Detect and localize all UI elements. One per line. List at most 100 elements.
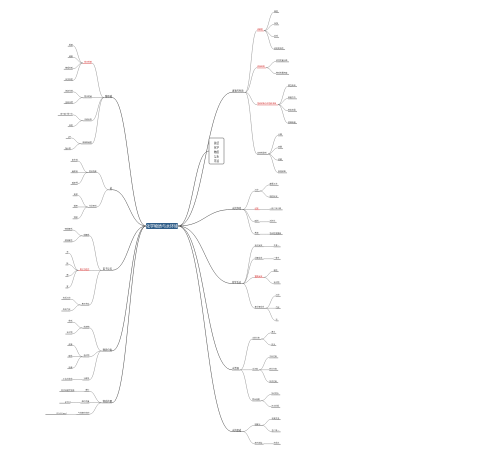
leaf-left_branches-1-0-0[interactable]: 氯化钠 xyxy=(72,158,78,162)
leaf-left_branches-3-1-0[interactable]: 溶液 xyxy=(69,342,73,346)
branch-left_branches-1[interactable]: 盐 xyxy=(110,186,113,190)
node-right_branches-1-2[interactable]: 吸附 xyxy=(255,218,259,222)
node-right_branches-2-2[interactable]: 置换反应 xyxy=(255,274,263,278)
leaf-right_branches-4-0-0[interactable]: 正氧负氢 xyxy=(272,416,280,420)
leaf-left_branches-2-2-0[interactable]: 生成沉淀 xyxy=(63,296,71,300)
summary-hub[interactable]: 总结 化学 物质 与水 环境 xyxy=(208,137,225,165)
leaf-left_branches-0-0-2[interactable]: 物理性质 xyxy=(65,65,73,69)
leaf-left_branches-1-1-2[interactable]: 钾肥 xyxy=(74,215,78,219)
leaf-left_branches-0-3-1[interactable]: 指示剂 xyxy=(65,146,71,150)
node-left_branches-2-1[interactable]: 离子方程式 xyxy=(80,267,90,271)
node-right_branches-1-1[interactable]: 过滤 xyxy=(255,206,259,210)
leaf-right_branches-1-1-0[interactable]: 一贴二低三靠 xyxy=(270,206,281,210)
leaf-right_branches-3-1-1[interactable]: 农业污染 xyxy=(269,366,277,370)
node-right_branches-3-1[interactable]: 水污染 xyxy=(252,366,258,370)
leaf-right_branches-3-1-2[interactable]: 生活污染 xyxy=(269,379,277,383)
leaf-left_branches-2-1-3[interactable]: 查 xyxy=(66,284,68,288)
leaf-left_branches-2-1-2[interactable]: 删 xyxy=(66,273,68,277)
leaf-right_branches-0-1-0[interactable]: 溶质质量分数 xyxy=(276,58,287,62)
branch-right_branches-2[interactable]: 化学反应 xyxy=(232,280,242,284)
leaf-right_branches-0-2-1[interactable]: 结晶方法 xyxy=(288,95,296,99)
branch-right_branches-3[interactable]: 水资源 xyxy=(232,366,240,370)
branch-right_branches-0[interactable]: 溶液的性质 xyxy=(232,89,244,93)
leaf-left_branches-0-0-3[interactable]: 化学性质 xyxy=(65,77,73,81)
leaf-right_branches-0-0-1[interactable]: 压强 xyxy=(274,21,278,25)
leaf-left_branches-3-0-1[interactable]: 化合物 xyxy=(67,330,73,334)
leaf-right_branches-0-3-3[interactable]: 装瓶贴签 xyxy=(278,169,286,173)
node-right_branches-1-3[interactable]: 蒸馏 xyxy=(255,231,259,235)
node-right_branches-2-1[interactable]: 分解反应 xyxy=(255,255,263,259)
node-right_branches-0-1[interactable]: 溶液组成 xyxy=(257,64,265,68)
node-left_branches-0-3[interactable]: 溶液酸碱度 xyxy=(82,140,92,144)
leaf-right_branches-0-0-3[interactable]: 溶剂的性质 xyxy=(274,46,284,50)
leaf-right_branches-2-3-2[interactable]: 水 xyxy=(276,317,278,321)
leaf-left_branches-4-2-0[interactable]: 22.4 L/mol xyxy=(56,413,66,415)
node-right_branches-3-0[interactable]: 水的分布 xyxy=(252,336,260,340)
branch-left_branches-2[interactable]: 离子反应 xyxy=(103,267,113,271)
branch-right_branches-4[interactable]: 水的组成 xyxy=(232,428,242,432)
leaf-right_branches-2-2-1[interactable]: 化合物 xyxy=(274,280,280,284)
node-left_branches-4-1[interactable]: 摩尔质量 xyxy=(82,399,90,403)
leaf-left_branches-0-2-0[interactable]: 酸+碱→盐+水 xyxy=(60,111,72,115)
leaf-right_branches-0-2-2[interactable]: 蒸发结晶 xyxy=(288,107,296,111)
node-left_branches-4-2[interactable]: 气体摩尔体积 xyxy=(78,411,89,415)
leaf-left_branches-2-0-0[interactable]: 强电解质 xyxy=(65,227,73,231)
node-right_branches-4-0[interactable]: 电解水 xyxy=(255,422,261,426)
leaf-left_branches-2-1-1[interactable]: 拆 xyxy=(66,261,68,265)
node-right_branches-4-1[interactable]: 氢气燃烧 xyxy=(255,440,263,444)
node-right_branches-2-0[interactable]: 化合反应 xyxy=(255,243,263,247)
leaf-right_branches-0-1-1[interactable]: 物质的量浓度 xyxy=(276,70,287,74)
node-right_branches-3-2[interactable]: 防治措施 xyxy=(252,397,260,401)
node-left_branches-2-0[interactable]: 电解质 xyxy=(84,232,90,236)
node-left_branches-0-1[interactable]: 常见的碱 xyxy=(84,94,92,98)
leaf-right_branches-0-3-0[interactable]: 计算 xyxy=(278,132,282,136)
leaf-right_branches-3-1-0[interactable]: 工业污染 xyxy=(269,354,277,358)
leaf-left_branches-1-0-2[interactable]: 碳酸钙 xyxy=(72,181,78,185)
leaf-right_branches-0-0-0[interactable]: 温度 xyxy=(274,9,278,13)
node-left_branches-0-2[interactable]: 中和反应 xyxy=(84,117,92,121)
leaf-left_branches-0-1-0[interactable]: 氢氧化钠 xyxy=(65,88,73,92)
leaf-left_branches-4-1-0[interactable]: g/mol xyxy=(65,401,71,403)
branch-left_branches-0[interactable]: 酸和碱 xyxy=(105,94,113,98)
leaf-right_branches-0-2-0[interactable]: 相互转化 xyxy=(288,83,296,87)
leaf-left_branches-4-0-0[interactable]: 阿伏加德罗常数 xyxy=(61,388,74,392)
node-left_branches-1-0[interactable]: 常见的盐 xyxy=(89,169,97,173)
leaf-right_branches-2-2-0[interactable]: 单质 xyxy=(274,268,278,272)
leaf-left_branches-3-2-0[interactable]: 丁达尔效应 xyxy=(63,376,73,380)
leaf-right_branches-3-0-0[interactable]: 海水 xyxy=(271,329,275,333)
leaf-right_branches-0-0-2[interactable]: 溶质 xyxy=(274,33,278,37)
leaf-right_branches-2-3-0[interactable]: 沉淀 xyxy=(276,292,280,296)
node-left_branches-1-1[interactable]: 化学肥料 xyxy=(89,203,97,207)
leaf-left_branches-0-0-1[interactable]: 硫酸 xyxy=(69,54,73,58)
node-left_branches-4-0[interactable]: 摩尔 xyxy=(86,388,90,392)
leaf-right_branches-1-0-0[interactable]: 静置沉淀 xyxy=(270,181,278,185)
leaf-right_branches-3-2-0[interactable]: 节约用水 xyxy=(271,391,279,395)
branch-right_branches-1[interactable]: 水的净化 xyxy=(232,206,242,210)
leaf-right_branches-0-2-3[interactable]: 降温结晶 xyxy=(288,120,296,124)
leaf-right_branches-4-1-0[interactable]: 生成水 xyxy=(274,440,280,444)
branch-left_branches-4[interactable]: 物质的量 xyxy=(103,399,113,403)
central-topic[interactable]: 化学物质与水环境 xyxy=(146,222,178,229)
leaf-left_branches-1-1-1[interactable]: 磷肥 xyxy=(74,204,78,208)
leaf-left_branches-1-0-1[interactable]: 碳酸钠 xyxy=(72,169,78,173)
leaf-right_branches-1-2-0[interactable]: 活性炭 xyxy=(270,218,276,222)
node-right_branches-2-3[interactable]: 复分解反应 xyxy=(255,305,265,309)
leaf-left_branches-0-0-0[interactable]: 盐酸 xyxy=(69,42,73,46)
leaf-right_branches-1-3-0[interactable]: 净化程度最高 xyxy=(270,231,281,235)
leaf-left_branches-0-1-1[interactable]: 氢氧化钙 xyxy=(65,100,73,104)
leaf-left_branches-2-1-0[interactable]: 写 xyxy=(66,250,68,254)
node-right_branches-0-0[interactable]: 溶解度 xyxy=(257,27,263,31)
leaf-left_branches-2-2-1[interactable]: 生成气体 xyxy=(63,307,71,311)
node-left_branches-3-0[interactable]: 纯净物 xyxy=(84,324,90,328)
leaf-right_branches-1-0-1[interactable]: 吸附沉淀 xyxy=(270,194,278,198)
leaf-left_branches-0-3-0[interactable]: pH xyxy=(68,136,71,138)
leaf-right_branches-0-3-1[interactable]: 称量 xyxy=(278,144,282,148)
node-right_branches-1-0[interactable]: 沉淀 xyxy=(255,188,259,192)
node-left_branches-0-0[interactable]: 常见的酸 xyxy=(84,60,92,64)
leaf-right_branches-4-0-1[interactable]: 氢二氧一 xyxy=(272,428,280,432)
branch-left_branches-3[interactable]: 物质分类 xyxy=(103,347,113,351)
leaf-right_branches-0-3-2[interactable]: 溶解 xyxy=(278,157,282,161)
leaf-left_branches-3-1-2[interactable]: 浊液 xyxy=(69,365,73,369)
leaf-left_branches-0-2-1[interactable]: 应用 xyxy=(69,123,73,127)
node-left_branches-3-2[interactable]: 分散系 xyxy=(84,376,90,380)
